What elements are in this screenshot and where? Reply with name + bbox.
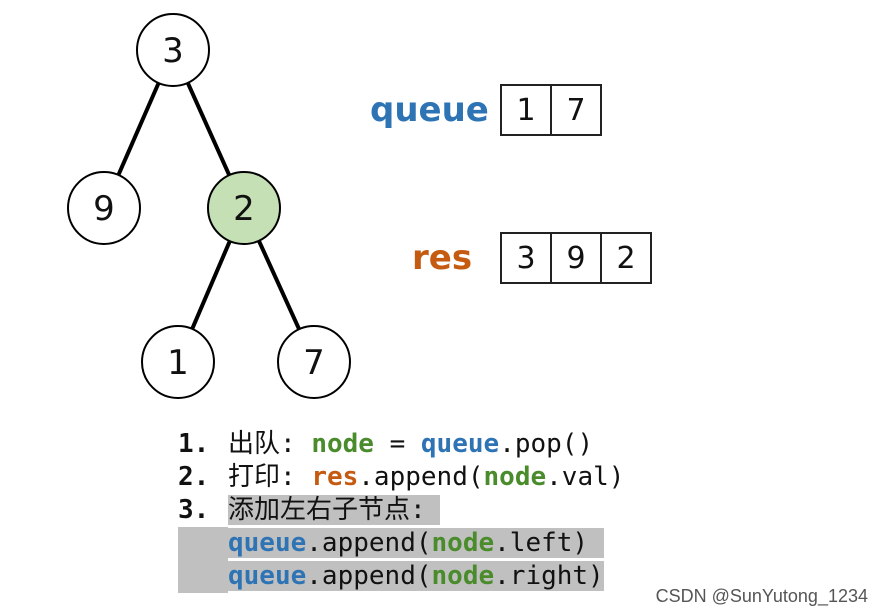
step-1: 1. 出队: node = queue.pop() [178, 428, 624, 461]
step-text: 添加左右子节点: [228, 495, 440, 525]
tree-node-label: 1 [167, 343, 189, 383]
var-queue: queue [228, 561, 307, 591]
tree-edge [116, 82, 161, 176]
tree-node-circle [207, 171, 281, 245]
var-queue: queue [420, 429, 500, 459]
step-2: 2. 打印: res.append(node.val) [178, 461, 624, 494]
tree-node-1: 1 [141, 325, 215, 399]
tree-node-label: 9 [93, 189, 115, 229]
algorithm-steps: 1.出队: node = queue.pop() 2.打印: res.appen… [178, 428, 624, 593]
tree-node-circle [67, 171, 141, 245]
code-mid: .append( [306, 528, 432, 558]
tree-edge [257, 239, 301, 331]
res-cell: 3 [500, 232, 552, 284]
code-rest: .pop() [499, 429, 594, 459]
tree-node-label: 2 [233, 189, 255, 229]
tree-edge [185, 82, 232, 176]
step-3: 3. 添加左右子节点: [178, 494, 624, 527]
code-mid: .append( [358, 462, 484, 492]
res-cell: 9 [550, 232, 602, 284]
step-5-code: queue.append(node.right) [228, 561, 604, 591]
var-node: node [431, 528, 495, 558]
res-cell: 2 [600, 232, 652, 284]
tree-node-circle [277, 325, 351, 399]
tree-node-circle [136, 13, 210, 87]
step-number: 1. [178, 429, 210, 459]
code-rest: .right) [494, 561, 604, 591]
tree-node-label: 7 [303, 343, 325, 383]
code-op: = [373, 429, 421, 459]
step-number: 2. [178, 462, 210, 492]
step-4-indent [178, 527, 228, 560]
var-node: node [483, 462, 547, 492]
var-res: res [311, 462, 359, 492]
tree-edge [190, 240, 232, 330]
step-5-indent [178, 560, 228, 593]
queue-cell: 7 [550, 84, 602, 136]
step-text: 出队: [228, 429, 312, 459]
step-text: 打印: [228, 462, 312, 492]
res-label: res [412, 238, 473, 278]
step-5: queue.append(node.right) [178, 560, 624, 593]
tree-node-2: 2 [207, 171, 281, 245]
code-rest: .left) [494, 528, 589, 558]
var-node: node [311, 429, 374, 459]
tree-node-3: 3 [136, 13, 210, 87]
queue-cells: 1 7 [500, 84, 602, 136]
var-queue: queue [228, 528, 307, 558]
code-rest: .val) [546, 462, 625, 492]
var-node: node [431, 561, 495, 591]
tree-node-9: 9 [67, 171, 141, 245]
step-number: 3. [178, 495, 210, 525]
step-4-code: queue.append(node.left) [228, 528, 605, 558]
step-4: queue.append(node.left) [178, 527, 624, 560]
tree-node-label: 3 [162, 31, 184, 71]
code-mid: .append( [306, 561, 432, 591]
tree-node-circle [141, 325, 215, 399]
watermark: CSDN @SunYutong_1234 [653, 586, 870, 607]
res-cells: 3 9 2 [500, 232, 652, 284]
queue-label: queue [370, 90, 489, 130]
tree-node-7: 7 [277, 325, 351, 399]
queue-cell: 1 [500, 84, 552, 136]
